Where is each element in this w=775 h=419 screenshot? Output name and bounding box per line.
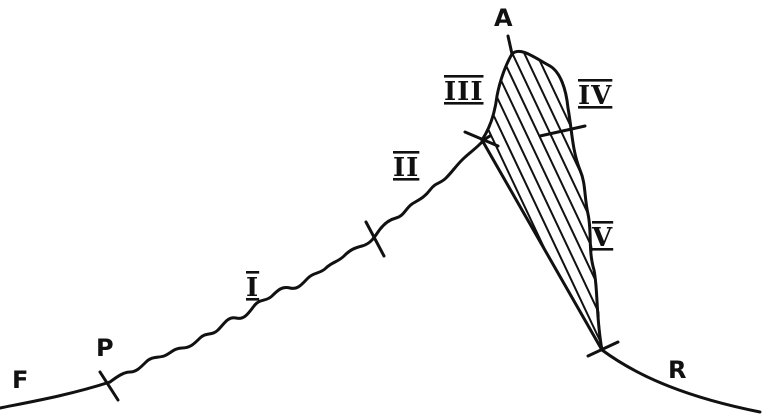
tick-r bbox=[586, 340, 620, 358]
label-phase-i: I bbox=[246, 273, 259, 303]
tick-i-ii bbox=[364, 220, 386, 258]
denouement-line bbox=[600, 348, 762, 414]
falling-action-edge bbox=[510, 49, 604, 352]
label-r: R bbox=[668, 356, 686, 384]
exposition-line bbox=[0, 380, 112, 410]
tick-marks bbox=[98, 124, 620, 402]
tick-ii-iii bbox=[463, 130, 500, 148]
label-phase-ii: II bbox=[393, 153, 419, 183]
label-phase-iv: IV bbox=[578, 81, 612, 111]
tick-iv bbox=[538, 124, 587, 138]
label-f: F bbox=[12, 366, 28, 394]
tick-p bbox=[98, 370, 120, 402]
label-phase-v: V bbox=[591, 223, 613, 253]
apex-line bbox=[506, 34, 514, 56]
label-a: A bbox=[494, 4, 513, 32]
rising-action-wavy-line bbox=[108, 134, 492, 384]
hatched-region bbox=[482, 51, 602, 350]
label-p: P bbox=[96, 334, 114, 362]
label-phase-iii: III bbox=[444, 77, 484, 107]
